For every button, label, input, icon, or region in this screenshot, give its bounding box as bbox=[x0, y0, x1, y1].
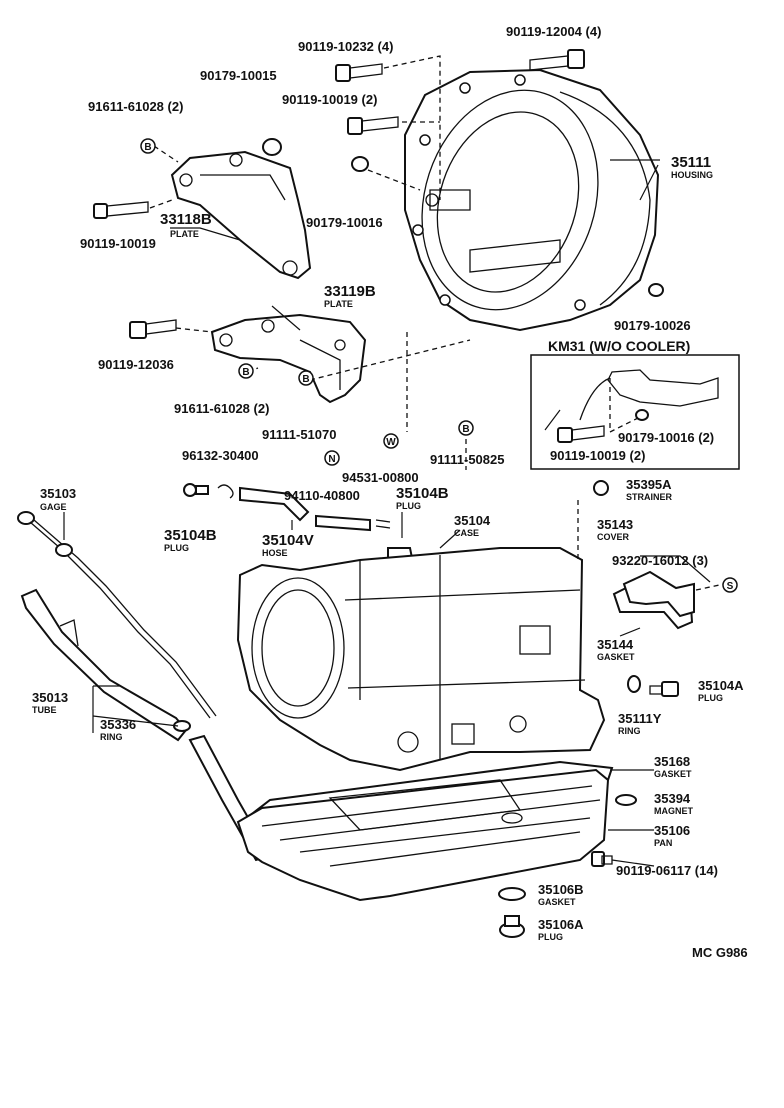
inset-box bbox=[530, 354, 740, 470]
label-ring-35111y: RING bbox=[618, 726, 641, 736]
label-gasket-35106b: GASKET bbox=[538, 897, 576, 907]
inset-drawing bbox=[579, 369, 719, 421]
oil-pan-drawing bbox=[236, 768, 610, 902]
part-35168: 35168 bbox=[654, 754, 690, 769]
hose-drawings bbox=[183, 483, 414, 559]
part-35106b: 35106B bbox=[538, 882, 584, 897]
part-90179-10015: 90179-10015 bbox=[200, 68, 277, 83]
label-plate-33118b: PLATE bbox=[170, 229, 199, 239]
marker-b4: B bbox=[458, 420, 474, 436]
label-magnet: MAGNET bbox=[654, 806, 693, 816]
part-35103: 35103 bbox=[40, 486, 76, 501]
part-35394: 35394 bbox=[654, 791, 691, 806]
label-ring-35336: RING bbox=[100, 732, 123, 742]
part-94110-40800: 94110-40800 bbox=[284, 488, 360, 503]
part-35104a: 35104A bbox=[698, 678, 744, 693]
marker-b2: B bbox=[238, 363, 254, 379]
label-plug-35104a: PLUG bbox=[698, 693, 723, 703]
part-35111: 35111 bbox=[671, 154, 711, 171]
part-35104b-left: 35104B bbox=[164, 527, 217, 544]
label-housing: HOUSING bbox=[671, 170, 713, 180]
inset-title: KM31 (W/O COOLER) bbox=[548, 338, 690, 354]
svg-text:S: S bbox=[727, 581, 734, 592]
marker-b1: B bbox=[140, 138, 156, 154]
label-plug-35106a: PLUG bbox=[538, 932, 563, 942]
part-90179-10016-2: 90179-10016 (2) bbox=[618, 430, 714, 445]
plate-33119b-drawing bbox=[210, 313, 367, 404]
part-35104v: 35104V bbox=[262, 532, 314, 549]
housing-drawing bbox=[404, 68, 660, 332]
label-tube: TUBE bbox=[32, 705, 57, 715]
svg-text:N: N bbox=[328, 454, 335, 465]
part-33119b: 33119B bbox=[324, 283, 376, 300]
marker-n: N bbox=[324, 450, 340, 466]
part-35143: 35143 bbox=[597, 517, 633, 532]
svg-text:B: B bbox=[462, 424, 469, 435]
marker-b3: B bbox=[298, 370, 314, 386]
gage-tube-drawing bbox=[17, 511, 272, 862]
part-90119-10019-2-top: 90119-10019 (2) bbox=[282, 92, 377, 107]
label-strainer: STRAINER bbox=[626, 492, 673, 502]
cover-gasket-drawing bbox=[612, 570, 695, 630]
label-hose: HOSE bbox=[262, 548, 288, 558]
part-35111y: 35111Y bbox=[618, 711, 662, 726]
case-drawing bbox=[236, 547, 606, 772]
part-96132-30400: 96132-30400 bbox=[182, 448, 259, 463]
part-35144: 35144 bbox=[597, 637, 634, 652]
part-90119-12036: 90119-12036 bbox=[98, 357, 174, 372]
label-plug-35104b-left: PLUG bbox=[164, 543, 189, 553]
svg-text:B: B bbox=[302, 374, 309, 385]
part-90119-06117: 90119-06117 (14) bbox=[616, 863, 718, 878]
part-90119-10232: 90119-10232 (4) bbox=[298, 39, 393, 54]
part-91611-61028-bottom: 91611-61028 (2) bbox=[174, 401, 269, 416]
part-35336: 35336 bbox=[100, 717, 136, 732]
marker-s: S bbox=[722, 577, 738, 593]
part-91111-50825: 91111-50825 bbox=[430, 452, 504, 467]
marker-w: W bbox=[383, 433, 399, 449]
part-33118b: 33118B bbox=[160, 211, 212, 228]
leader-lines bbox=[63, 55, 725, 867]
part-90119-12004: 90119-12004 (4) bbox=[506, 24, 601, 39]
bolt-drawings bbox=[93, 49, 679, 867]
part-35013: 35013 bbox=[32, 690, 68, 705]
label-plug-35104b-right: PLUG bbox=[396, 501, 421, 511]
part-90179-10016: 90179-10016 bbox=[306, 215, 383, 230]
part-91111-51070: 91111-51070 bbox=[262, 427, 336, 442]
label-case: CASE bbox=[454, 528, 479, 538]
label-cover: COVER bbox=[597, 532, 630, 542]
part-35106a: 35106A bbox=[538, 917, 584, 932]
part-90179-10026: 90179-10026 bbox=[614, 318, 691, 333]
part-35104b-right: 35104B bbox=[396, 485, 449, 502]
label-pan: PAN bbox=[654, 838, 672, 848]
diagram-code: MC G986 bbox=[692, 945, 748, 960]
label-plate-33119b: PLATE bbox=[324, 299, 353, 309]
part-35395a: 35395A bbox=[626, 477, 672, 492]
part-91611-61028-top: 91611-61028 (2) bbox=[88, 99, 183, 114]
nut-drawings bbox=[262, 138, 664, 938]
label-gage: GAGE bbox=[40, 502, 67, 512]
part-35106: 35106 bbox=[654, 823, 690, 838]
plate-33118b-drawing bbox=[170, 150, 312, 280]
svg-text:B: B bbox=[144, 142, 151, 153]
label-gasket-35168: GASKET bbox=[654, 769, 692, 779]
part-94531-00800: 94531-00800 bbox=[342, 470, 419, 485]
label-gasket-35144: GASKET bbox=[597, 652, 635, 662]
svg-text:W: W bbox=[386, 437, 396, 448]
part-90119-10019-2-inset: 90119-10019 (2) bbox=[550, 448, 645, 463]
svg-text:B: B bbox=[242, 367, 249, 378]
part-93220-16012: 93220-16012 (3) bbox=[612, 553, 708, 568]
part-90119-10019: 90119-10019 bbox=[80, 236, 156, 251]
part-35104: 35104 bbox=[454, 513, 491, 528]
